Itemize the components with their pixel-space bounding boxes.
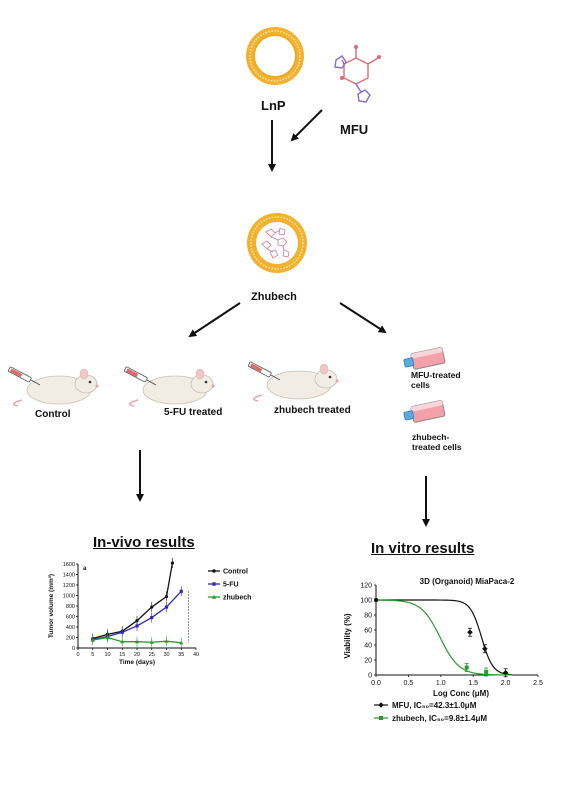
mfu-label: MFU <box>340 122 369 137</box>
data-point-zhubech <box>134 639 140 644</box>
data-point-1 <box>464 665 469 670</box>
data-point-5-FU <box>135 624 139 628</box>
x-tick-label: 0.0 <box>371 680 381 687</box>
chart-title: 3D (Organoid) MiaPaca-2 <box>420 577 515 586</box>
y-tick-label: 400 <box>66 625 75 631</box>
x-tick-label: 35 <box>178 652 184 658</box>
data-point-zhubech <box>164 639 169 643</box>
legend-marker-0 <box>378 702 384 708</box>
x-axis-title: Time (days) <box>119 659 155 666</box>
y-tick-label: 1000 <box>63 594 75 600</box>
data-point-1 <box>484 670 489 674</box>
data-point-Control <box>170 561 174 565</box>
x-tick-label: 1.5 <box>468 680 478 687</box>
legend-marker-1 <box>379 716 383 720</box>
x-tick-label: 1.0 <box>436 680 446 687</box>
data-point-zhubech <box>179 640 184 645</box>
x-tick-label: 30 <box>163 652 169 658</box>
y-tick-label: 0 <box>368 673 372 680</box>
group-label-5fu: 5-FU treated <box>164 407 223 418</box>
x-tick-label: 10 <box>104 652 110 658</box>
y-tick-label: 80 <box>364 613 372 620</box>
x-tick-label: 25 <box>149 652 155 658</box>
data-point-Control <box>150 605 154 609</box>
x-axis-title: Log Conc (μM) <box>433 689 489 698</box>
data-point-Control <box>135 619 139 623</box>
mfu-cells-label: MFU-treated cells <box>411 370 461 390</box>
mfu-cell-flask-icon <box>403 347 446 370</box>
y-tick-label: 60 <box>364 628 372 635</box>
y-axis-title: Viability (%) <box>343 613 352 659</box>
x-tick-label: 2.0 <box>501 680 511 687</box>
legend-label-Control: Control <box>223 569 248 576</box>
group-label-control: Control <box>35 409 71 420</box>
mfu-molecule-icon <box>334 45 381 103</box>
data-point-5-FU <box>164 605 169 609</box>
legend-marker-5-FU <box>212 582 216 586</box>
x-tick-label: 0 <box>76 652 79 658</box>
legend-label-5-FU: 5-FU <box>223 582 239 589</box>
invivo-tumor-volume-chart: 0 200 400 600 800 1000 1200 1400 1600 0 5 10 15 20 25 3… <box>48 557 251 666</box>
y-tick-label: 40 <box>364 643 372 650</box>
data-point-5-FU <box>120 630 124 634</box>
data-point-Control <box>164 594 169 599</box>
data-point-5-FU <box>179 589 183 593</box>
data-point-5-FU <box>150 615 154 620</box>
5fu-mouse-icon <box>123 366 215 407</box>
x-tick-label: 20 <box>134 652 140 658</box>
legend-marker-Control <box>212 569 216 573</box>
invitro-viability-chart: 3D (Organoid) MiaPaca-2 0 20 40 60 80 100 120 0.… <box>343 577 543 723</box>
panel-letter: a <box>83 566 87 572</box>
zhubech-cells-label: zhubech- treated cells <box>412 432 462 452</box>
lnp-ring-icon <box>246 27 304 85</box>
y-tick-label: 100 <box>360 598 372 605</box>
y-tick-label: 20 <box>364 658 372 665</box>
lnp-label: LnP <box>261 98 286 113</box>
x-tick-label: 5 <box>91 652 94 658</box>
y-tick-label: 1600 <box>63 562 75 568</box>
zhubech-nanoparticle-icon <box>247 213 307 273</box>
x-tick-label: 40 <box>193 652 199 658</box>
x-tick-label: 15 <box>119 652 125 658</box>
y-tick-label: 800 <box>66 604 75 610</box>
data-point-zhubech <box>105 635 110 640</box>
y-tick-label: 1400 <box>63 573 75 579</box>
data-point-0 <box>467 629 473 636</box>
y-tick-label: 1200 <box>63 583 75 589</box>
x-tick-label: 0.5 <box>404 680 414 687</box>
fit-curve-1 <box>375 599 513 676</box>
y-tick-label: 120 <box>360 583 372 590</box>
fit-curve-0 <box>376 599 513 676</box>
data-point-zhubech <box>149 640 154 644</box>
group-label-zhubech: zhubech treated <box>274 405 351 416</box>
control-mouse-icon <box>7 366 99 407</box>
legend-label-0: MFU, IC₅₀=42.3±1.0μM <box>392 701 477 710</box>
legend-label-1: zhubech, IC₅₀=9.8±1.4μM <box>392 714 487 723</box>
invitro-results-title: In vitro results <box>371 540 475 557</box>
y-tick-label: 200 <box>66 636 75 642</box>
zhubech-mouse-icon <box>247 361 339 402</box>
y-axis-title: Tumor volume (mm³) <box>48 574 55 638</box>
legend-marker-zhubech <box>211 594 217 599</box>
series-line-5-FU <box>92 590 182 641</box>
y-tick-label: 600 <box>66 615 75 621</box>
data-point-zhubech <box>120 639 125 644</box>
data-point-0 <box>482 645 488 652</box>
data-point-origin <box>374 598 378 602</box>
zhubech-cell-flask-icon <box>403 400 446 423</box>
x-tick-label: 2.5 <box>533 680 543 687</box>
legend-label-zhubech: zhubech <box>223 595 251 602</box>
zhubech-label: Zhubech <box>251 291 297 303</box>
y-tick-label: 0 <box>72 646 75 652</box>
invivo-results-title: In-vivo results <box>93 534 195 551</box>
data-point-zhubech <box>90 638 95 642</box>
